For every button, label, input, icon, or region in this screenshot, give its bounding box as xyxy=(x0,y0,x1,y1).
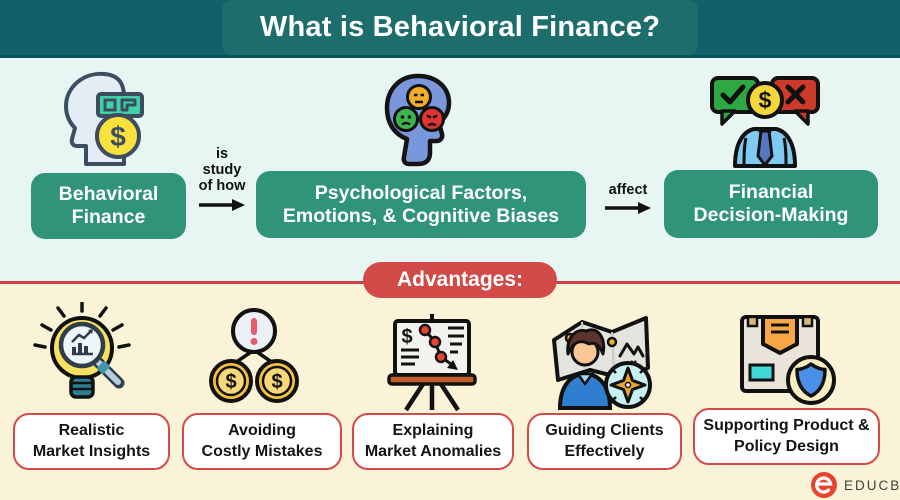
svg-text:$: $ xyxy=(271,371,282,393)
definition-section: $ $ xyxy=(0,58,900,282)
advantage-card-2: Avoiding Costly Mistakes xyxy=(182,413,342,470)
advantages-heading: Advantages: xyxy=(396,268,524,291)
advantage-label-1: Realistic Market Insights xyxy=(32,422,151,460)
head-money-icon: $ xyxy=(64,71,144,166)
svg-text:$: $ xyxy=(225,371,236,393)
psychological-factors-label: Psychological Factors, Emotions, & Cogni… xyxy=(282,181,560,227)
educba-logo-text: EDUCBA xyxy=(844,477,900,493)
svg-text:$: $ xyxy=(110,121,126,152)
package-shield-icon xyxy=(740,315,836,405)
svg-text:$: $ xyxy=(759,87,772,113)
decision-bubbles-icon: $ xyxy=(710,76,820,168)
behavioral-finance-box: Behavioral Finance xyxy=(31,173,186,239)
advantages-banner: Advantages: xyxy=(363,262,557,298)
psychology-head-icon xyxy=(384,73,452,167)
psychological-factors-box: Psychological Factors, Emotions, & Cogni… xyxy=(256,171,586,238)
title-panel: What is Behavioral Finance? xyxy=(222,0,698,55)
connector-affect: affect xyxy=(596,182,660,215)
header-bar: What is Behavioral Finance? xyxy=(0,0,900,58)
connector1-text: is study of how xyxy=(198,146,246,195)
connector-is-study-of-how: is study of how xyxy=(190,146,254,212)
advantage-label-3: Explaining Market Anomalies xyxy=(364,422,502,460)
advantage-label-4: Guiding Clients Effectively xyxy=(545,422,664,460)
svg-text:$: $ xyxy=(401,326,412,348)
alert-coins-icon: $ $ xyxy=(209,308,299,403)
financial-decision-box: Financial Decision-Making xyxy=(664,170,878,238)
financial-decision-label: Financial Decision-Making xyxy=(693,181,849,226)
advantage-label-5: Supporting Product & Policy Design xyxy=(703,417,870,455)
advantage-card-5: Supporting Product & Policy Design xyxy=(693,408,880,465)
educba-logo-icon xyxy=(811,472,837,498)
advantages-section: $ $ $ xyxy=(0,284,900,500)
advantage-card-3: Explaining Market Anomalies xyxy=(352,413,514,470)
page-title: What is Behavioral Finance? xyxy=(259,11,661,43)
behavioral-finance-label: Behavioral Finance xyxy=(58,183,159,228)
right-arrow-icon xyxy=(605,202,651,215)
lightbulb-magnifier-chart-icon xyxy=(33,302,131,399)
connector2-text: affect xyxy=(608,182,648,198)
advantage-card-4: Guiding Clients Effectively xyxy=(527,413,682,470)
advantage-card-1: Realistic Market Insights xyxy=(13,413,170,470)
right-arrow-icon xyxy=(199,198,245,211)
advisor-map-compass-icon xyxy=(552,316,652,410)
educba-branding: EDUCBA xyxy=(810,471,900,499)
presentation-board-chart-icon: $ xyxy=(387,314,477,412)
advantage-label-2: Avoiding Costly Mistakes xyxy=(201,422,323,460)
